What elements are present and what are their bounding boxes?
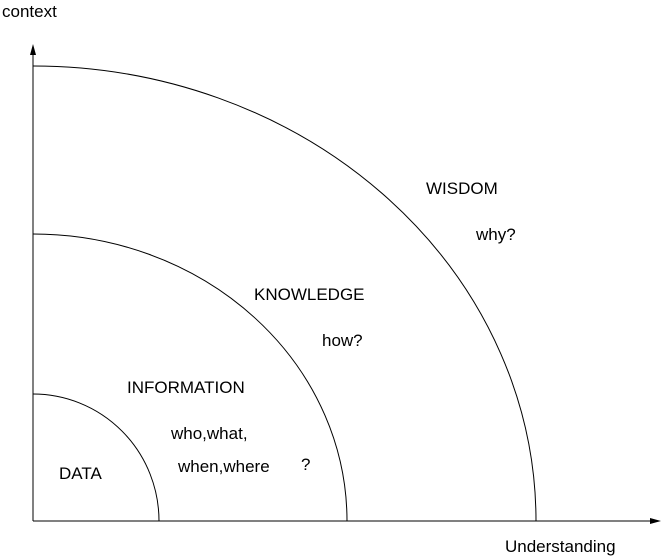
arc-information	[32, 233, 348, 522]
information-question-line-2: when,where	[177, 457, 270, 476]
level-wisdom-label: WISDOM	[426, 179, 498, 198]
level-information-label: INFORMATION	[127, 378, 245, 397]
arc-data	[32, 393, 160, 522]
level-data-label: DATA	[59, 464, 102, 483]
x-axis-label: Understanding	[505, 537, 616, 556]
x-axis-arrowhead	[650, 518, 661, 524]
level-knowledge-label: KNOWLEDGE	[254, 285, 365, 304]
knowledge-question: how?	[322, 331, 363, 350]
y-axis-arrowhead	[30, 44, 36, 55]
information-question-mark: ?	[301, 455, 310, 474]
wisdom-question: why?	[475, 225, 516, 244]
arc-wisdom	[32, 65, 537, 522]
y-axis-label: context	[2, 2, 57, 21]
information-question-line-1: who,what,	[170, 424, 248, 443]
